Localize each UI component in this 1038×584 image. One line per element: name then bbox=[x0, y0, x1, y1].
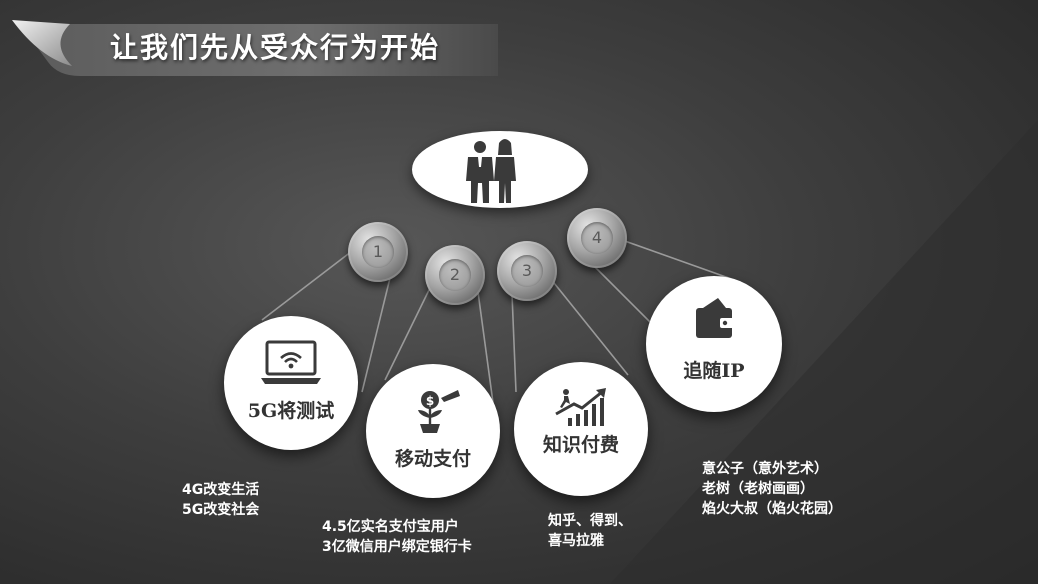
laptop-wifi-icon bbox=[261, 340, 321, 384]
connector-line bbox=[511, 293, 517, 393]
step-badge-1: 1 bbox=[348, 222, 408, 282]
caption-line: 4G改变生活 bbox=[182, 482, 260, 498]
connector-line bbox=[261, 247, 357, 321]
caption-knowledge-payment: 知乎、得到、 喜马拉雅 bbox=[548, 511, 632, 551]
caption-line: 焰火大叔（焰火花园） bbox=[702, 501, 842, 517]
node-follow-ip: 追随IP bbox=[646, 276, 782, 412]
audience-oval bbox=[412, 131, 588, 208]
caption-line: 老树（老树画画） bbox=[702, 481, 814, 497]
caption-follow-ip: 意公子（意外艺术） 老树（老树画画） 焰火大叔（焰火花园） bbox=[702, 459, 842, 519]
title-banner-curl bbox=[12, 20, 72, 66]
connector-line bbox=[361, 277, 391, 393]
step-number: 2 bbox=[439, 259, 471, 291]
caption-line: 喜马拉雅 bbox=[548, 533, 604, 549]
connector-line bbox=[384, 287, 431, 381]
node-knowledge-payment: 知识付费 bbox=[514, 362, 648, 496]
node-label: 5G将测试 bbox=[247, 400, 335, 422]
caption-line: 知乎、得到、 bbox=[548, 513, 632, 529]
node-5g-test: 5G将测试 bbox=[224, 316, 358, 450]
businessman-businesswoman-icon bbox=[466, 139, 516, 203]
connector-line bbox=[587, 259, 659, 331]
caption-line: 3亿微信用户绑定银行卡 bbox=[322, 539, 472, 555]
node-mobile-payment: $ 移动支付 bbox=[366, 364, 500, 498]
caption-5g: 4G改变生活 5G改变社会 bbox=[182, 480, 259, 520]
step-number: 3 bbox=[511, 255, 543, 287]
node-label: 知识付费 bbox=[542, 434, 619, 456]
step-number: 1 bbox=[362, 236, 394, 268]
background-wedge bbox=[610, 120, 1038, 584]
connector-line bbox=[549, 277, 629, 376]
svg-text:$: $ bbox=[426, 394, 434, 408]
node-label: 移动支付 bbox=[394, 448, 471, 470]
step-badge-4: 4 bbox=[567, 208, 627, 268]
step-number: 4 bbox=[581, 222, 613, 254]
slide-title: 让我们先从受众行为开始 bbox=[110, 31, 441, 64]
step-badge-3: 3 bbox=[497, 241, 557, 301]
title-banner-body bbox=[20, 24, 498, 76]
money-plant-watering-icon: $ bbox=[418, 390, 460, 433]
connector-line bbox=[477, 291, 495, 411]
title-banner bbox=[12, 20, 498, 76]
wallet-icon bbox=[696, 298, 734, 338]
caption-mobile-payment: 4.5亿实名支付宝用户 3亿微信用户绑定银行卡 bbox=[322, 517, 472, 557]
caption-line: 意公子（意外艺术） bbox=[702, 461, 828, 477]
caption-line: 4.5亿实名支付宝用户 bbox=[322, 519, 459, 535]
growth-chart-runner-icon bbox=[555, 388, 606, 426]
step-badge-2: 2 bbox=[425, 245, 485, 305]
caption-line: 5G改变社会 bbox=[182, 502, 260, 518]
node-label: 追随IP bbox=[683, 360, 745, 382]
connector-line bbox=[621, 239, 741, 283]
